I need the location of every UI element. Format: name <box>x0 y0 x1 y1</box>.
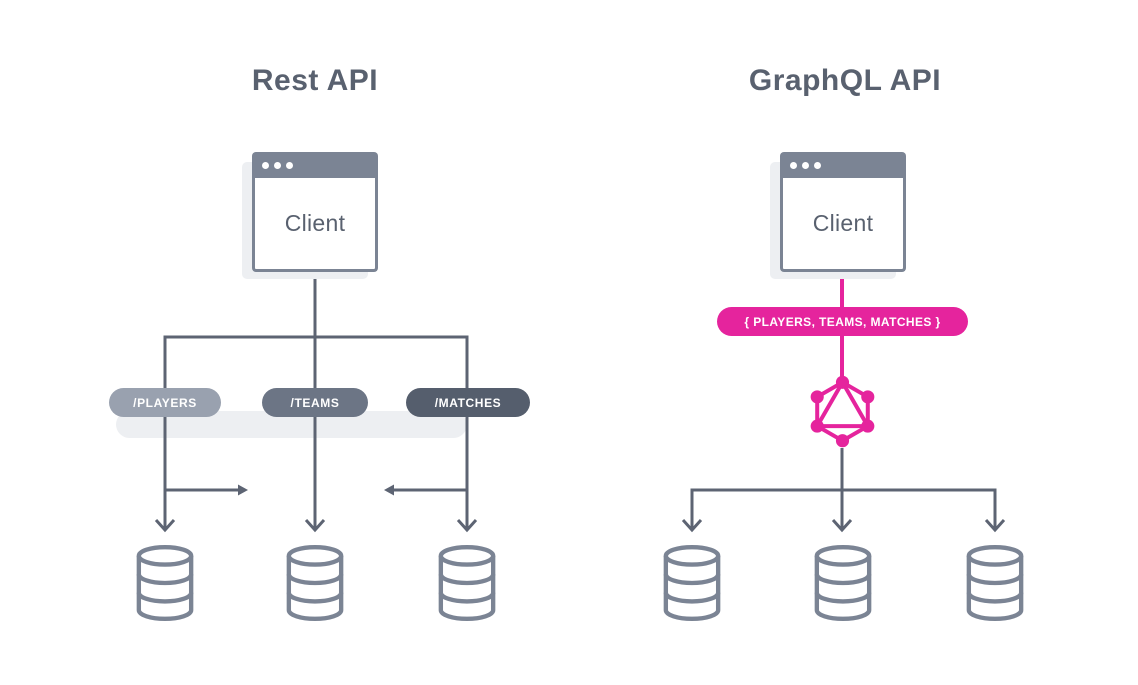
graphql-nodes <box>810 375 875 448</box>
window-dot-icon <box>790 161 797 169</box>
database-icon <box>136 544 194 622</box>
graphql-triangle <box>813 378 872 429</box>
window-dot-icon <box>274 161 281 169</box>
graphql-client-label: Client <box>812 210 874 236</box>
database-icon <box>966 544 1024 622</box>
endpoint-label: /PLAYERS <box>133 395 197 410</box>
database-icon <box>814 544 872 622</box>
database-icon <box>663 544 721 622</box>
arrow-down-icon <box>304 518 326 533</box>
endpoint-pill-matches: /MATCHES <box>406 388 530 417</box>
graphql-query-label: { PLAYERS, TEAMS, MATCHES } <box>744 314 941 329</box>
window-dot-icon <box>814 161 821 169</box>
rest-connectors <box>154 269 478 533</box>
window-titlebar <box>780 152 906 178</box>
endpoint-pill-players: /PLAYERS <box>109 388 221 417</box>
arrow-down-icon <box>154 518 176 533</box>
graphql-logo-icon <box>810 375 875 448</box>
graphql-client-window: Client <box>780 152 906 272</box>
rest-api-title: Rest API <box>251 64 379 97</box>
arrow-down-icon <box>681 518 703 533</box>
graphql-connectors <box>681 448 1006 533</box>
window-dot-icon <box>286 161 293 169</box>
arrow-down-icon <box>831 518 853 533</box>
window-dot-icon <box>262 161 269 169</box>
database-icon <box>286 544 344 622</box>
endpoint-label: /TEAMS <box>290 395 340 410</box>
rest-client-label: Client <box>284 210 346 236</box>
endpoint-label: /MATCHES <box>434 395 502 410</box>
arrow-down-icon <box>984 518 1006 533</box>
window-titlebar <box>252 152 378 178</box>
window-dot-icon <box>802 161 809 169</box>
graphql-api-title: GraphQL API <box>748 64 942 97</box>
rest-client-window: Client <box>252 152 378 272</box>
endpoint-pill-teams: /TEAMS <box>262 388 368 417</box>
window-body: Client <box>252 178 378 272</box>
graphql-query-pill: { PLAYERS, TEAMS, MATCHES } <box>717 307 968 336</box>
arrow-left-icon <box>384 484 394 496</box>
arrow-down-icon <box>456 518 478 533</box>
database-icon <box>438 544 496 622</box>
arrow-right-icon <box>238 484 248 496</box>
window-body: Client <box>780 178 906 272</box>
